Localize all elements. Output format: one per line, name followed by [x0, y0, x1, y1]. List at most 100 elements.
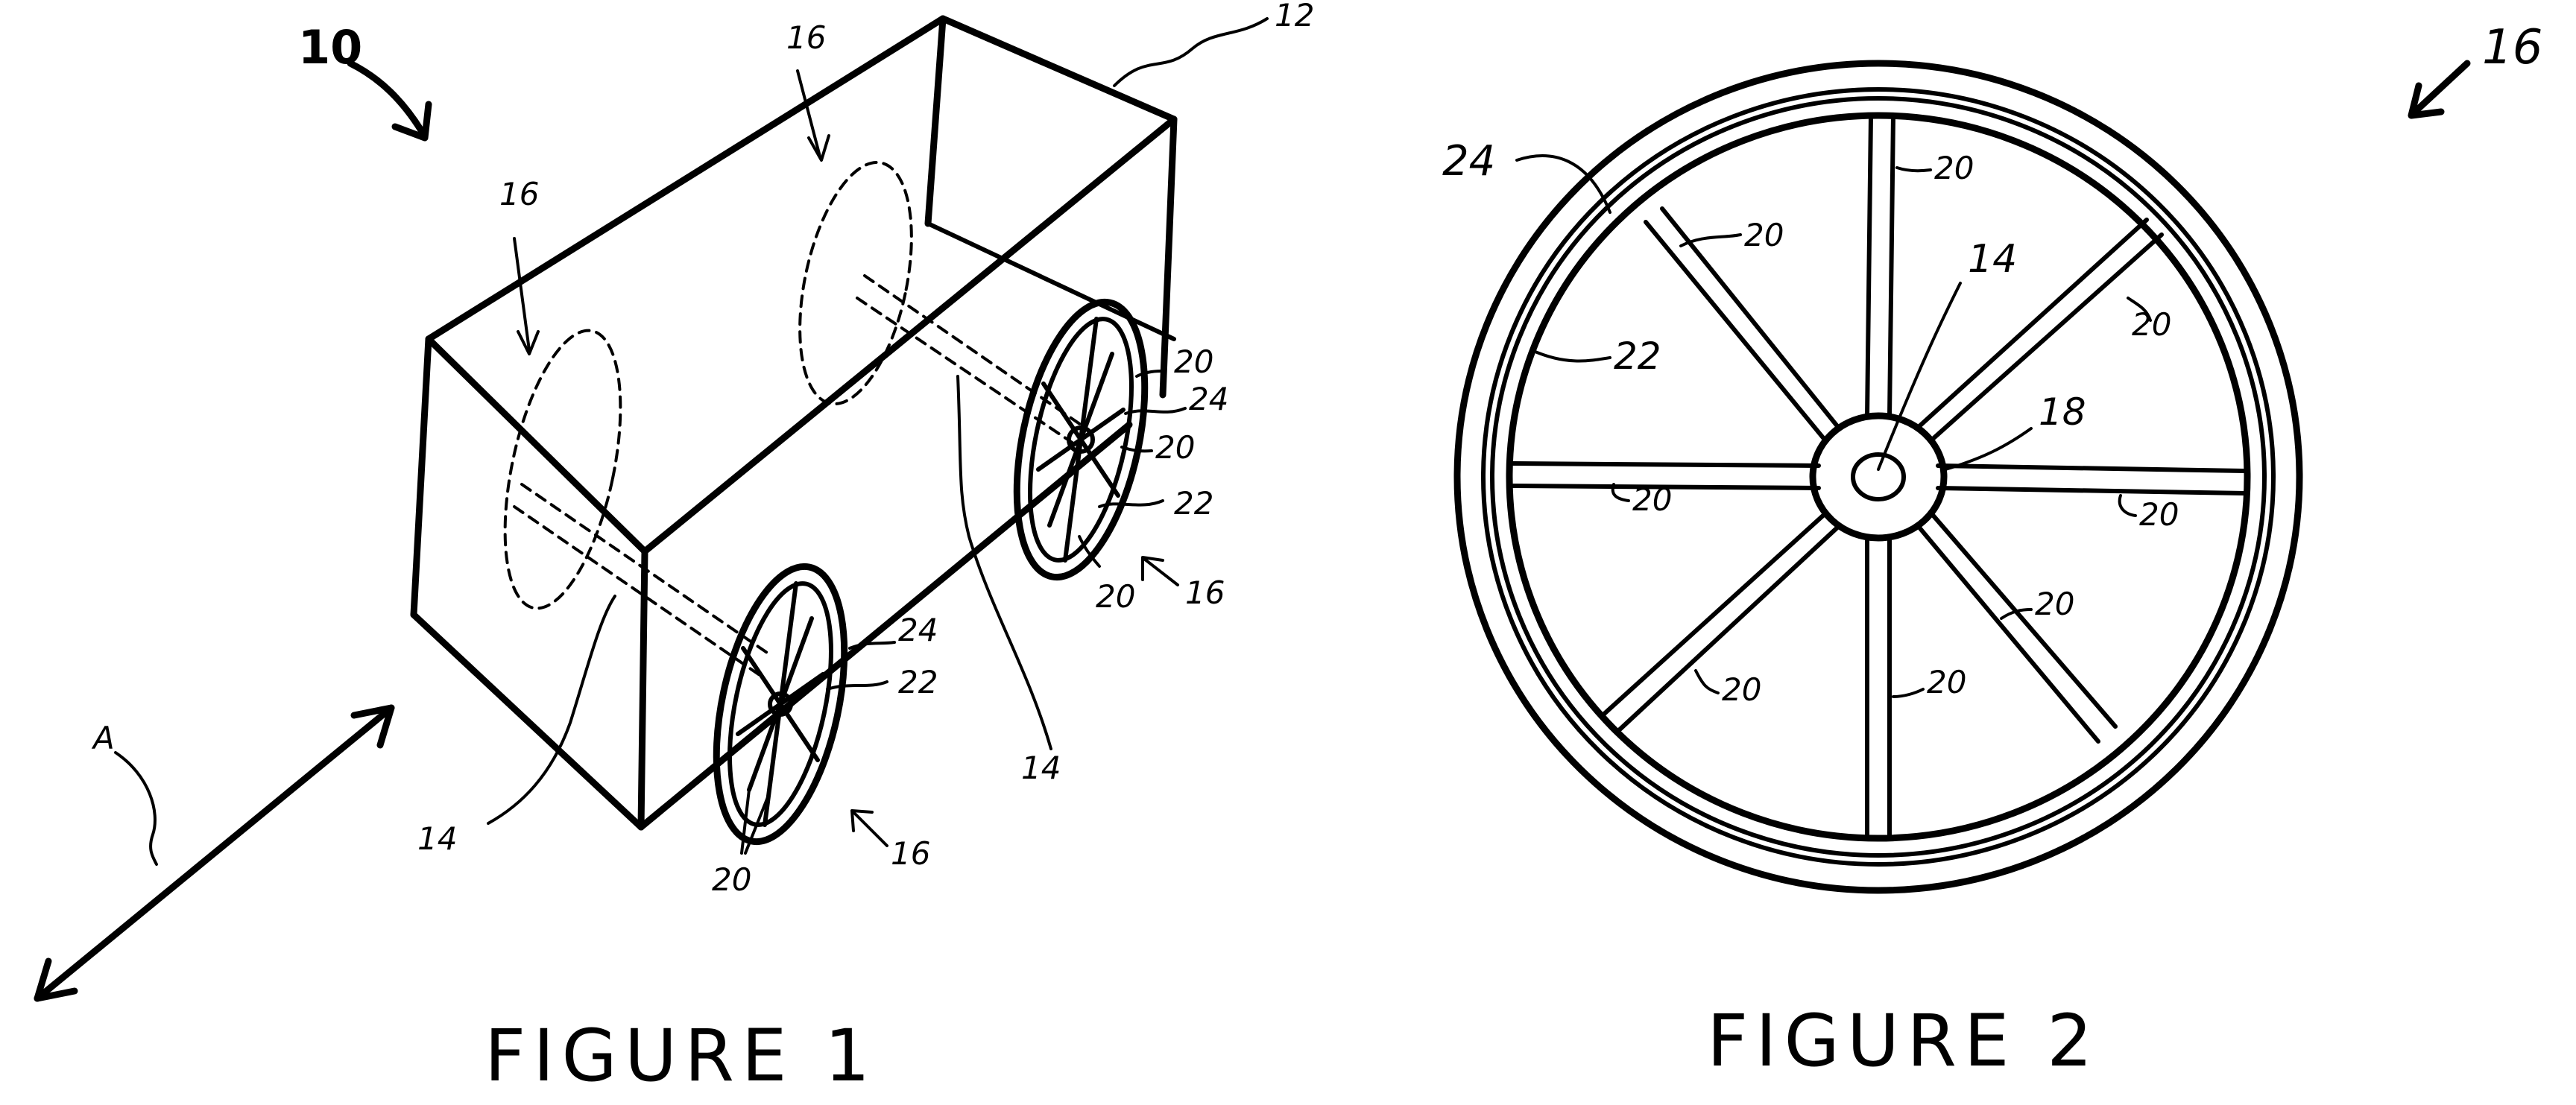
leader-14-rear	[956, 375, 1052, 750]
arrowhead-10	[391, 101, 432, 142]
direction-arrowhead-down	[34, 957, 78, 1002]
spoke-top-left	[1660, 206, 1840, 428]
label-22-rear: 22	[1174, 485, 1213, 522]
leader-16-hidden-rear	[796, 69, 821, 158]
leader-14	[1877, 282, 1962, 471]
label-12: 12	[1275, 0, 1314, 34]
leader-a	[114, 751, 158, 866]
leader-24	[1515, 154, 1611, 214]
figure-1-leaders	[347, 17, 1269, 855]
label-20-front: 20	[712, 861, 751, 898]
label-20-rear-mid: 20	[1155, 429, 1195, 466]
label-20-top: 20	[1934, 150, 1974, 186]
direction-arrow-shaft	[34, 704, 395, 1002]
label-20-rear-top: 20	[1174, 343, 1213, 380]
leader-20-bottom	[1892, 688, 1925, 698]
cart-body	[410, 15, 1178, 831]
rear-spoke	[1079, 352, 1114, 442]
arrowhead-16-hidden-rear	[807, 134, 830, 162]
leader-18	[1944, 427, 2033, 471]
spoke-bottom-right	[1917, 525, 2100, 744]
label-14: 14	[1968, 237, 2017, 282]
rear-spoke	[1036, 437, 1083, 472]
front-spoke	[763, 702, 783, 827]
figure-2-labels: 16 24 22 14 18 20 20 20 20 20 20 20 20	[1442, 20, 2542, 708]
leader-20-top-right	[2127, 297, 2152, 322]
spoke-top-left	[1644, 220, 1827, 442]
leader-14-front	[487, 595, 616, 825]
spoke-left	[1511, 461, 1821, 468]
label-16-rear-wheel: 16	[1185, 574, 1225, 611]
label-14-rear: 14	[1021, 750, 1061, 786]
spoke-right	[1936, 486, 2247, 495]
label-14-front: 14	[417, 820, 457, 857]
leader-12	[1113, 17, 1269, 87]
spoke-left	[1511, 484, 1821, 490]
leader-22-front	[826, 680, 888, 691]
leader-20-top	[1895, 166, 1932, 173]
label-22: 22	[1614, 335, 1661, 378]
tire-inner	[1481, 87, 2276, 867]
spoke-top-right	[1917, 218, 2149, 428]
spoke-top-right	[1930, 232, 2164, 442]
tire-outer	[1453, 60, 2303, 894]
leader-20-right	[2118, 494, 2137, 517]
leader-20-rear-top	[1135, 370, 1163, 378]
label-16: 16	[2482, 20, 2542, 75]
direction-arrow	[34, 704, 395, 1002]
front-wheel-rim	[727, 581, 833, 827]
rear-spoke	[1079, 408, 1126, 442]
leader-20-bottom-right	[2000, 608, 2033, 620]
rim-outer	[1490, 96, 2267, 858]
cart-left-edge	[410, 335, 432, 618]
label-24-front: 24	[898, 612, 938, 648]
spoke-right	[1936, 463, 2247, 473]
label-24-rear: 24	[1189, 381, 1228, 417]
arrowhead-16-rear-wheel	[1141, 556, 1164, 581]
cart-bottom-front-edge	[410, 611, 645, 831]
wheel-detail-spokes	[1511, 113, 2247, 840]
arrow-16	[2411, 60, 2471, 115]
figure-2-caption: FIGURE 2	[1707, 999, 2100, 1083]
rear-spoke	[1047, 437, 1083, 528]
cart-front-corner-edge	[637, 548, 648, 831]
leader-16-rear-wheel	[1143, 557, 1179, 586]
leader-20-rear-bottom	[1078, 535, 1101, 568]
leader-20-top-left	[1679, 233, 1742, 247]
label-20-rear-bottom: 20	[1096, 578, 1135, 615]
label-16-hidden-rear: 16	[786, 19, 826, 56]
label-18: 18	[2039, 390, 2086, 434]
label-10: 10	[298, 20, 362, 75]
label-20-top-left: 20	[1744, 217, 1784, 253]
label-20-left: 20	[1632, 481, 1672, 518]
rear-spoke	[1079, 317, 1099, 442]
axles	[513, 274, 1082, 680]
front-axle-lower	[513, 505, 765, 680]
arrow-10	[347, 60, 425, 134]
front-spoke	[747, 702, 783, 792]
rear-wheel-hub	[1067, 425, 1095, 454]
leader-22	[1530, 349, 1611, 363]
label-16-hidden-front: 16	[499, 176, 539, 212]
label-20-right: 20	[2139, 496, 2179, 533]
figure-2: 16 24 22 14 18 20 20 20 20 20 20 20 20 F…	[1442, 20, 2542, 1083]
leader-20-bottom-left	[1694, 669, 1720, 694]
hidden-wheel-front	[503, 329, 622, 610]
spoke-top	[1865, 113, 1873, 419]
arrowhead-16-hidden-front	[517, 330, 540, 355]
spoke-bottom-right	[1930, 512, 2118, 729]
spoke-bottom-left	[1600, 512, 1827, 718]
arrowhead-16-front-wheel	[850, 809, 874, 832]
rim-inner	[1506, 112, 2251, 842]
wheel-detail-hub	[1809, 412, 1948, 542]
cart-inner-floor-line	[926, 221, 1176, 341]
front-spoke	[778, 616, 814, 706]
leader-16-front-wheel	[852, 811, 888, 847]
leader-24-front	[848, 641, 896, 650]
axle-bore	[1851, 452, 1906, 501]
label-16-front-wheel: 16	[891, 835, 930, 872]
front-wheel-hub	[768, 691, 793, 717]
wheel-detail	[1453, 60, 2303, 894]
label-22-front: 22	[898, 664, 938, 700]
